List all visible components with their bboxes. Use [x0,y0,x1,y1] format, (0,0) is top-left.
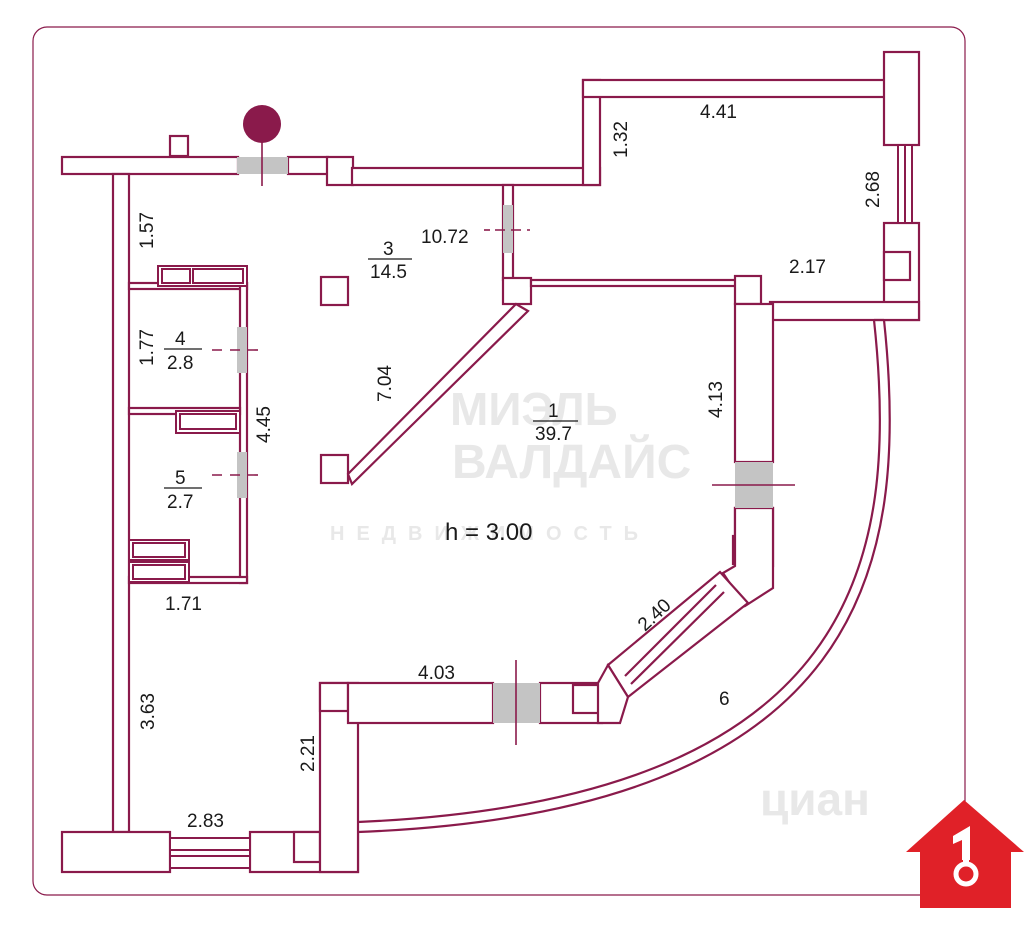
angled-wall [596,506,775,725]
dim-10-72: 10.72 [421,227,469,248]
svg-text:циан: циан [760,773,870,825]
dim-4-41: 4.41 [700,102,737,123]
windows [169,144,913,869]
dim-1-71: 1.71 [165,594,202,615]
dim-3-63: 3.63 [138,693,159,730]
dim-4-13: 4.13 [706,381,727,418]
dim-1-77: 1.77 [137,329,158,366]
house-key-logo-icon [906,800,1024,908]
room-3-area: 14.5 [370,262,407,283]
room-1-area: 39.7 [535,424,572,445]
door-axes [212,140,795,745]
room-5-id: 5 [175,468,186,489]
dim-2-83: 2.83 [187,811,224,832]
walls [60,50,921,874]
dimension-labels: 4.41 1.32 2.68 2.17 10.72 1.57 1.77 7.04… [137,102,884,832]
dim-1-32: 1.32 [611,121,632,158]
dim-2-21: 2.21 [298,735,319,772]
north-marker-icon [243,105,281,143]
svg-text:ВАЛДАЙС: ВАЛДАЙС [452,434,691,489]
balcony-curve [357,318,891,834]
plan-frame [32,26,966,896]
dim-4-03: 4.03 [418,663,455,684]
room-6-id: 6 [719,689,730,710]
diagonal-partition [346,302,530,486]
dim-2-68: 2.68 [863,171,884,208]
ceiling-height: h = 3.00 [445,519,532,546]
dim-4-45: 4.45 [254,406,275,443]
svg-text:МИЭЛЬ: МИЭЛЬ [450,383,618,435]
svg-text:НЕДВИЖИМОСТЬ: НЕДВИЖИМОСТЬ [330,523,650,545]
room-1-id: 1 [548,401,559,422]
dim-2-17: 2.17 [789,257,826,278]
room-5-area: 2.7 [167,492,193,513]
room-3-id: 3 [383,239,394,260]
room-4-area: 2.8 [167,353,193,374]
watermark: МИЭЛЬ ВАЛДАЙС НЕДВИЖИМОСТЬ циан [330,383,870,825]
dim-1-57: 1.57 [137,212,158,249]
dim-7-04: 7.04 [375,365,396,402]
room-4-id: 4 [175,329,186,350]
fixtures [128,265,248,583]
room-labels: 3 14.5 1 39.7 4 2.8 5 2.7 6 h = 3.00 [164,239,730,710]
